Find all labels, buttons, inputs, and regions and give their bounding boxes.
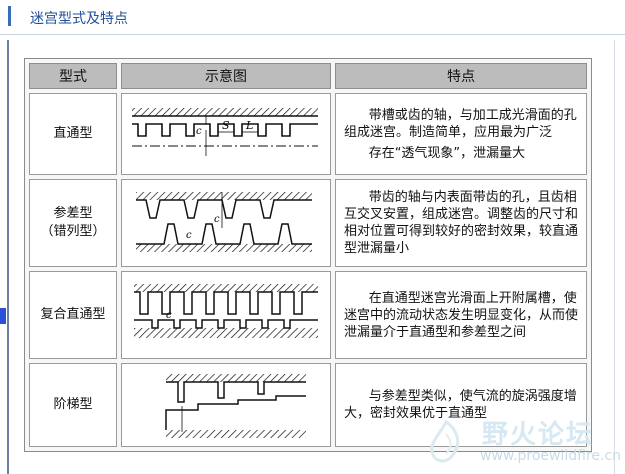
watermark-url: www.proewildfire.cn [480, 448, 622, 464]
compound-labyrinth-diagram: c [134, 284, 318, 338]
title-bar: 迷宫型式及特点 [0, 0, 625, 35]
header-type: 型式 [29, 63, 117, 89]
feature-cell: 带槽或齿的轴，与加工成光滑面的孔组成迷宫。制造简单，应用最为广泛 存在“透气现象… [335, 93, 587, 175]
fig-label-s: S [222, 119, 230, 132]
header-features: 特点 [335, 63, 587, 89]
scroll-marker[interactable] [0, 308, 6, 324]
type-cell: 参差型 （错列型） [29, 179, 117, 267]
stepped-labyrinth-diagram [165, 374, 306, 438]
figure-cell: c S L [121, 93, 331, 175]
left-border [7, 40, 9, 474]
staggered-labyrinth-diagram: c c [136, 192, 312, 252]
table-row: 复合直通型 c 在直通型迷宫光滑面上开附属槽，使迷宫中的流动状态发生明显变化，从… [29, 271, 587, 359]
feature-text: 带齿的轴与内表面带齿的孔，且齿相互交叉安置，组成迷宫。调整齿的尺寸和相对位置可得… [344, 190, 579, 256]
feature-text: 与参差型类似，使气流的旋涡强度增大，密封效果优于直通型 [344, 389, 577, 421]
type-label: 阶梯型 [53, 397, 93, 412]
watermark-text: 野火论坛 [482, 420, 595, 450]
type-label: 直通型 [53, 126, 93, 141]
right-border [614, 40, 615, 474]
labyrinth-types-table: 型式 示意图 特点 直通型 c S [24, 58, 592, 452]
feature-cell: 与参差型类似，使气流的旋涡强度增大，密封效果优于直通型 [335, 363, 587, 447]
type-cell: 直通型 [29, 93, 117, 175]
table-row: 阶梯型 与参差型类似，使气流的旋涡强度增大，密封效果优于直通型 [29, 363, 587, 447]
figure-cell [121, 363, 331, 447]
figure-cell: c [121, 271, 331, 359]
header-figure: 示意图 [121, 63, 331, 89]
type-label: 参差型 [53, 206, 93, 221]
fig-label-c: c [186, 230, 192, 241]
fig-label-c: c [196, 126, 202, 137]
feature-text: 在直通型迷宫光滑面上开附属槽，使迷宫中的流动状态发生明显变化，从而使泄漏量介于直… [344, 290, 579, 340]
fig-label-l: L [245, 119, 253, 132]
title-marker [8, 6, 11, 26]
type-cell: 复合直通型 [29, 271, 117, 359]
feature-text: 带槽或齿的轴，与加工成光滑面的孔组成迷宫。制造简单，应用最为广泛 [344, 107, 577, 140]
feature-cell: 在直通型迷宫光滑面上开附属槽，使迷宫中的流动状态发生明显变化，从而使泄漏量介于直… [335, 271, 587, 359]
type-label: 复合直通型 [40, 307, 106, 322]
watermark-logo-icon [430, 419, 460, 463]
table-row: 直通型 c S L 带槽或齿的轴， [29, 93, 587, 175]
fig-label-c: c [166, 310, 172, 321]
figure-cell: c c [121, 179, 331, 267]
page-title: 迷宫型式及特点 [30, 11, 128, 27]
type-sublabel: （错列型） [40, 224, 106, 239]
feature-cell: 带齿的轴与内表面带齿的孔，且齿相互交叉安置，组成迷宫。调整齿的尺寸和相对位置可得… [335, 179, 587, 267]
table-row: 参差型 （错列型） c c 带齿的轴与内表面带齿的孔，且齿相互交叉安置，组成迷宫… [29, 179, 587, 267]
table-header-row: 型式 示意图 特点 [29, 63, 587, 89]
feature-text: 存在“透气现象”，泄漏量大 [368, 145, 526, 161]
fig-label-c: c [214, 214, 220, 225]
straight-labyrinth-diagram: c S L [132, 108, 318, 156]
type-cell: 阶梯型 [29, 363, 117, 447]
